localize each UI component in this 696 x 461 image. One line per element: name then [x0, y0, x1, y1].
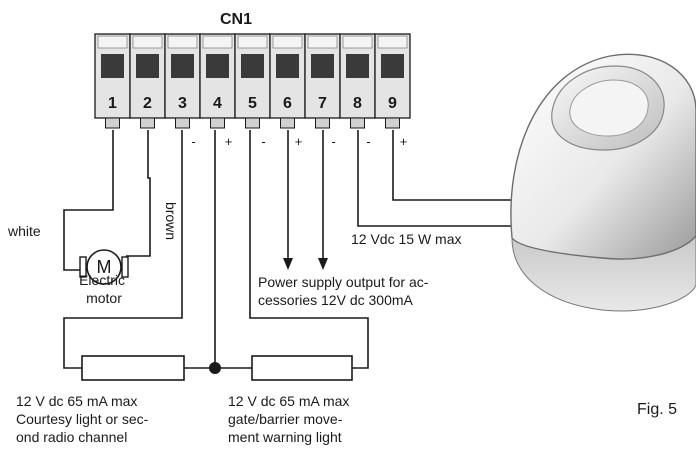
- connector-title: CN1: [220, 11, 252, 28]
- terminal-4-number: 4: [213, 95, 222, 112]
- wire-terminal-5: [249, 130, 369, 369]
- terminal-7-screw: [311, 54, 334, 78]
- terminal-9: 9+: [374, 33, 411, 149]
- motor-letter: M: [97, 257, 112, 277]
- terminal-5-number: 5: [248, 95, 257, 112]
- junction-dot: [209, 362, 221, 374]
- terminal-9-polarity: +: [400, 134, 408, 149]
- warning-light: [251, 355, 353, 381]
- terminal-1-number: 1: [108, 95, 117, 112]
- terminal-6-polarity: +: [295, 134, 303, 149]
- terminal-7-polarity: -: [331, 134, 335, 149]
- terminal-3-polarity: -: [191, 134, 195, 149]
- motor-wire-white-label: white: [7, 223, 41, 239]
- terminal-6: 6+: [269, 33, 306, 149]
- terminal-4-screw: [206, 54, 229, 78]
- terminal-3-screw: [171, 54, 194, 78]
- terminal-1: 1: [94, 33, 131, 129]
- motor-label-line-2: motor: [86, 290, 122, 306]
- terminal-4-polarity: +: [225, 134, 233, 149]
- terminal-5-polarity: -: [261, 134, 265, 149]
- courtesy-light-line-2: Courtesy light or sec-: [16, 411, 149, 427]
- power-arrow-7: [318, 258, 328, 270]
- terminal-9-screw: [381, 54, 404, 78]
- courtesy-light-line-1: 12 V dc 65 mA max: [16, 393, 137, 409]
- figure-caption: Fig. 5: [637, 401, 677, 418]
- motor-symbol: M: [79, 249, 129, 285]
- warning-light-label: 12 V dc 65 mA max gate/barrier move- men…: [228, 393, 353, 445]
- terminal-3-number: 3: [178, 95, 187, 112]
- terminal-6-number: 6: [283, 95, 292, 112]
- power-output-line-2: cessories 12V dc 300mA: [258, 292, 414, 308]
- device-rating-label: 12 Vdc 15 W max: [351, 231, 462, 247]
- motor-label: Electric motor: [79, 272, 129, 306]
- warning-light-line-1: 12 V dc 65 mA max: [228, 393, 349, 409]
- terminal-1-screw: [101, 54, 124, 78]
- warning-light-line-2: gate/barrier move-: [228, 411, 343, 427]
- terminal-2: 2: [129, 33, 166, 129]
- motor-label-line-1: Electric: [79, 272, 125, 288]
- wire-terminal-3: [63, 130, 183, 369]
- terminal-6-screw: [276, 54, 299, 78]
- wire-terminal-8: [357, 130, 525, 227]
- wire-terminal-9: [392, 130, 525, 201]
- terminal-2-number: 2: [143, 95, 152, 112]
- terminal-4: 4+: [199, 33, 236, 149]
- terminal-2-screw: [136, 54, 159, 78]
- terminal-5: 5-: [234, 33, 271, 149]
- terminal-7-number: 7: [318, 95, 327, 112]
- power-output-label: Power supply output for ac- cessories 12…: [258, 274, 432, 308]
- courtesy-light-label: 12 V dc 65 mA max Courtesy light or sec-…: [16, 393, 152, 445]
- motor-wire-brown-label: brown: [163, 202, 179, 240]
- terminal-8-screw: [346, 54, 369, 78]
- terminal-8-polarity: -: [366, 134, 370, 149]
- terminal-7: 7-: [304, 33, 341, 149]
- wire-terminal-1: [63, 130, 114, 271]
- wire-terminal-2: [126, 130, 151, 257]
- power-output-line-1: Power supply output for ac-: [258, 274, 429, 290]
- terminal-8-number: 8: [353, 95, 362, 112]
- flashing-lamp-device: [510, 53, 696, 312]
- power-arrow-6: [283, 258, 293, 270]
- terminal-5-screw: [241, 54, 264, 78]
- warning-light-line-3: ment warning light: [228, 429, 342, 445]
- terminal-9-number: 9: [388, 95, 397, 112]
- terminal-8: 8-: [339, 33, 376, 149]
- terminal-3: 3-: [164, 33, 201, 149]
- courtesy-light-line-3: ond radio channel: [16, 429, 127, 445]
- courtesy-light: [81, 355, 185, 381]
